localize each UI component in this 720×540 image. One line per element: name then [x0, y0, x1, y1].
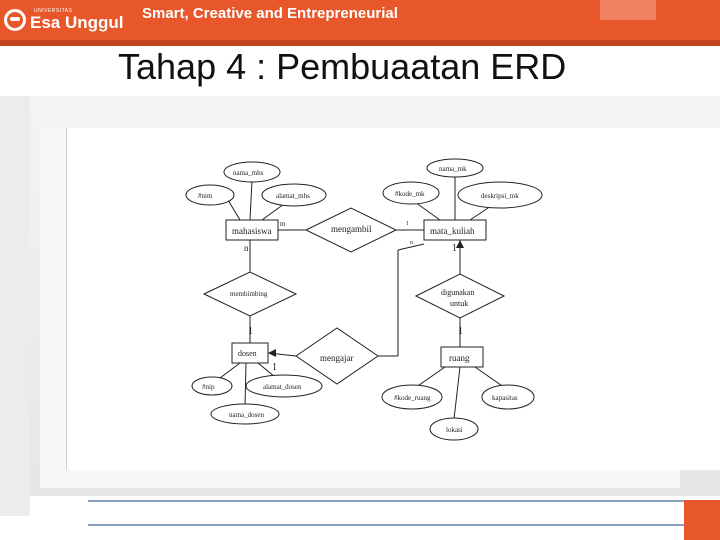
cardinality-mengambil-mk-top: 1 — [406, 221, 409, 227]
cardinality-digunakan-ruang: 1 — [458, 326, 463, 337]
attribute-alamat-dosen — [245, 374, 323, 398]
relationship-mengajar — [295, 327, 379, 385]
attribute-deskripsi-mk — [457, 181, 543, 209]
relationship-mengambil-label: mengambil — [331, 224, 372, 234]
attribute-nama-mhs-label: nama_mhs — [233, 169, 264, 177]
cardinality-membimbing-dosen: 1 — [248, 326, 253, 337]
slide-left-panel — [0, 96, 30, 516]
logo-mark-icon — [4, 9, 26, 31]
footer-accent — [684, 500, 720, 540]
entity-dosen — [231, 342, 269, 364]
attribute-nip — [191, 376, 233, 396]
header-bar — [0, 0, 720, 40]
footer-band — [88, 500, 688, 526]
attribute-lokasi — [429, 417, 479, 441]
relationship-digunakan-untuk — [414, 273, 506, 319]
slide-title: Tahap 4 : Pembuaatan ERD — [118, 46, 567, 87]
attribute-deskripsi-mk-label: deskripsi_mk — [481, 192, 519, 200]
relationship-digunakan-line2: untuk — [450, 299, 468, 308]
relationship-mengambil — [304, 207, 398, 253]
cardinality-mengambil-mk-bottom: n — [410, 240, 413, 246]
attribute-kapasitas — [481, 384, 535, 410]
attribute-kode-ruang — [381, 384, 443, 410]
header-tab-accent — [600, 0, 656, 20]
relationship-mengajar-label: mengajar — [320, 353, 353, 363]
attribute-alamat-mhs — [261, 183, 327, 207]
attribute-kode-ruang-label: #kode_ruang — [394, 394, 431, 402]
attribute-alamat-mhs-label: alamat_mhs — [276, 192, 310, 200]
arrow-to-mata-kuliah-icon — [456, 240, 464, 248]
attribute-nim — [185, 184, 235, 206]
attribute-kode-mk-label: #kode_mk — [395, 190, 425, 198]
entity-ruang-label: ruang — [449, 353, 470, 363]
logo-text: Esa Unggul — [30, 13, 124, 32]
relationship-membimbing — [202, 271, 298, 317]
attribute-kode-mk — [382, 181, 440, 205]
relationship-digunakan-line1: digunakan — [441, 288, 474, 297]
entity-dosen-label: dosen — [238, 349, 257, 358]
cardinality-mk-digunakan: 1 — [452, 243, 457, 254]
attribute-nama-dosen-label: nama_dosen — [229, 411, 264, 419]
arrow-to-dosen-icon — [268, 349, 276, 357]
entity-mata-kuliah-label: mata_kuliah — [430, 226, 475, 236]
cardinality-mhs-membimbing: n — [244, 243, 249, 253]
attribute-nama-mk — [426, 158, 484, 178]
attribute-alamat-dosen-label: alamat_dosen — [263, 383, 302, 391]
attribute-kapasitas-label: kapasitas — [492, 394, 518, 402]
attribute-nim-label: #nim — [198, 192, 213, 200]
attribute-nip-label: #nip — [202, 383, 215, 391]
entity-ruang — [440, 346, 484, 368]
entity-mahasiswa-label: mahasiswa — [232, 226, 272, 236]
relationship-membimbing-label: membimbing — [230, 290, 268, 298]
university-logo: UNIVERSITAS Esa Unggul — [4, 6, 126, 34]
attribute-nama-mk-label: nama_mk — [439, 165, 467, 173]
attribute-nama-mhs — [223, 161, 281, 183]
attribute-nama-dosen — [210, 403, 280, 425]
header-tagline: Smart, Creative and Entrepreneurial — [142, 5, 398, 22]
entity-mahasiswa — [225, 219, 279, 241]
cardinality-mhs-mengambil: m — [280, 220, 286, 228]
logo-small-text: UNIVERSITAS — [34, 8, 73, 14]
cardinality-dosen-mengajar: 1 — [272, 362, 277, 373]
entity-mata-kuliah — [423, 219, 487, 241]
header-stripe — [0, 40, 720, 46]
diagram-frame-edge — [66, 128, 67, 470]
attribute-lokasi-label: lokasi — [446, 426, 463, 434]
